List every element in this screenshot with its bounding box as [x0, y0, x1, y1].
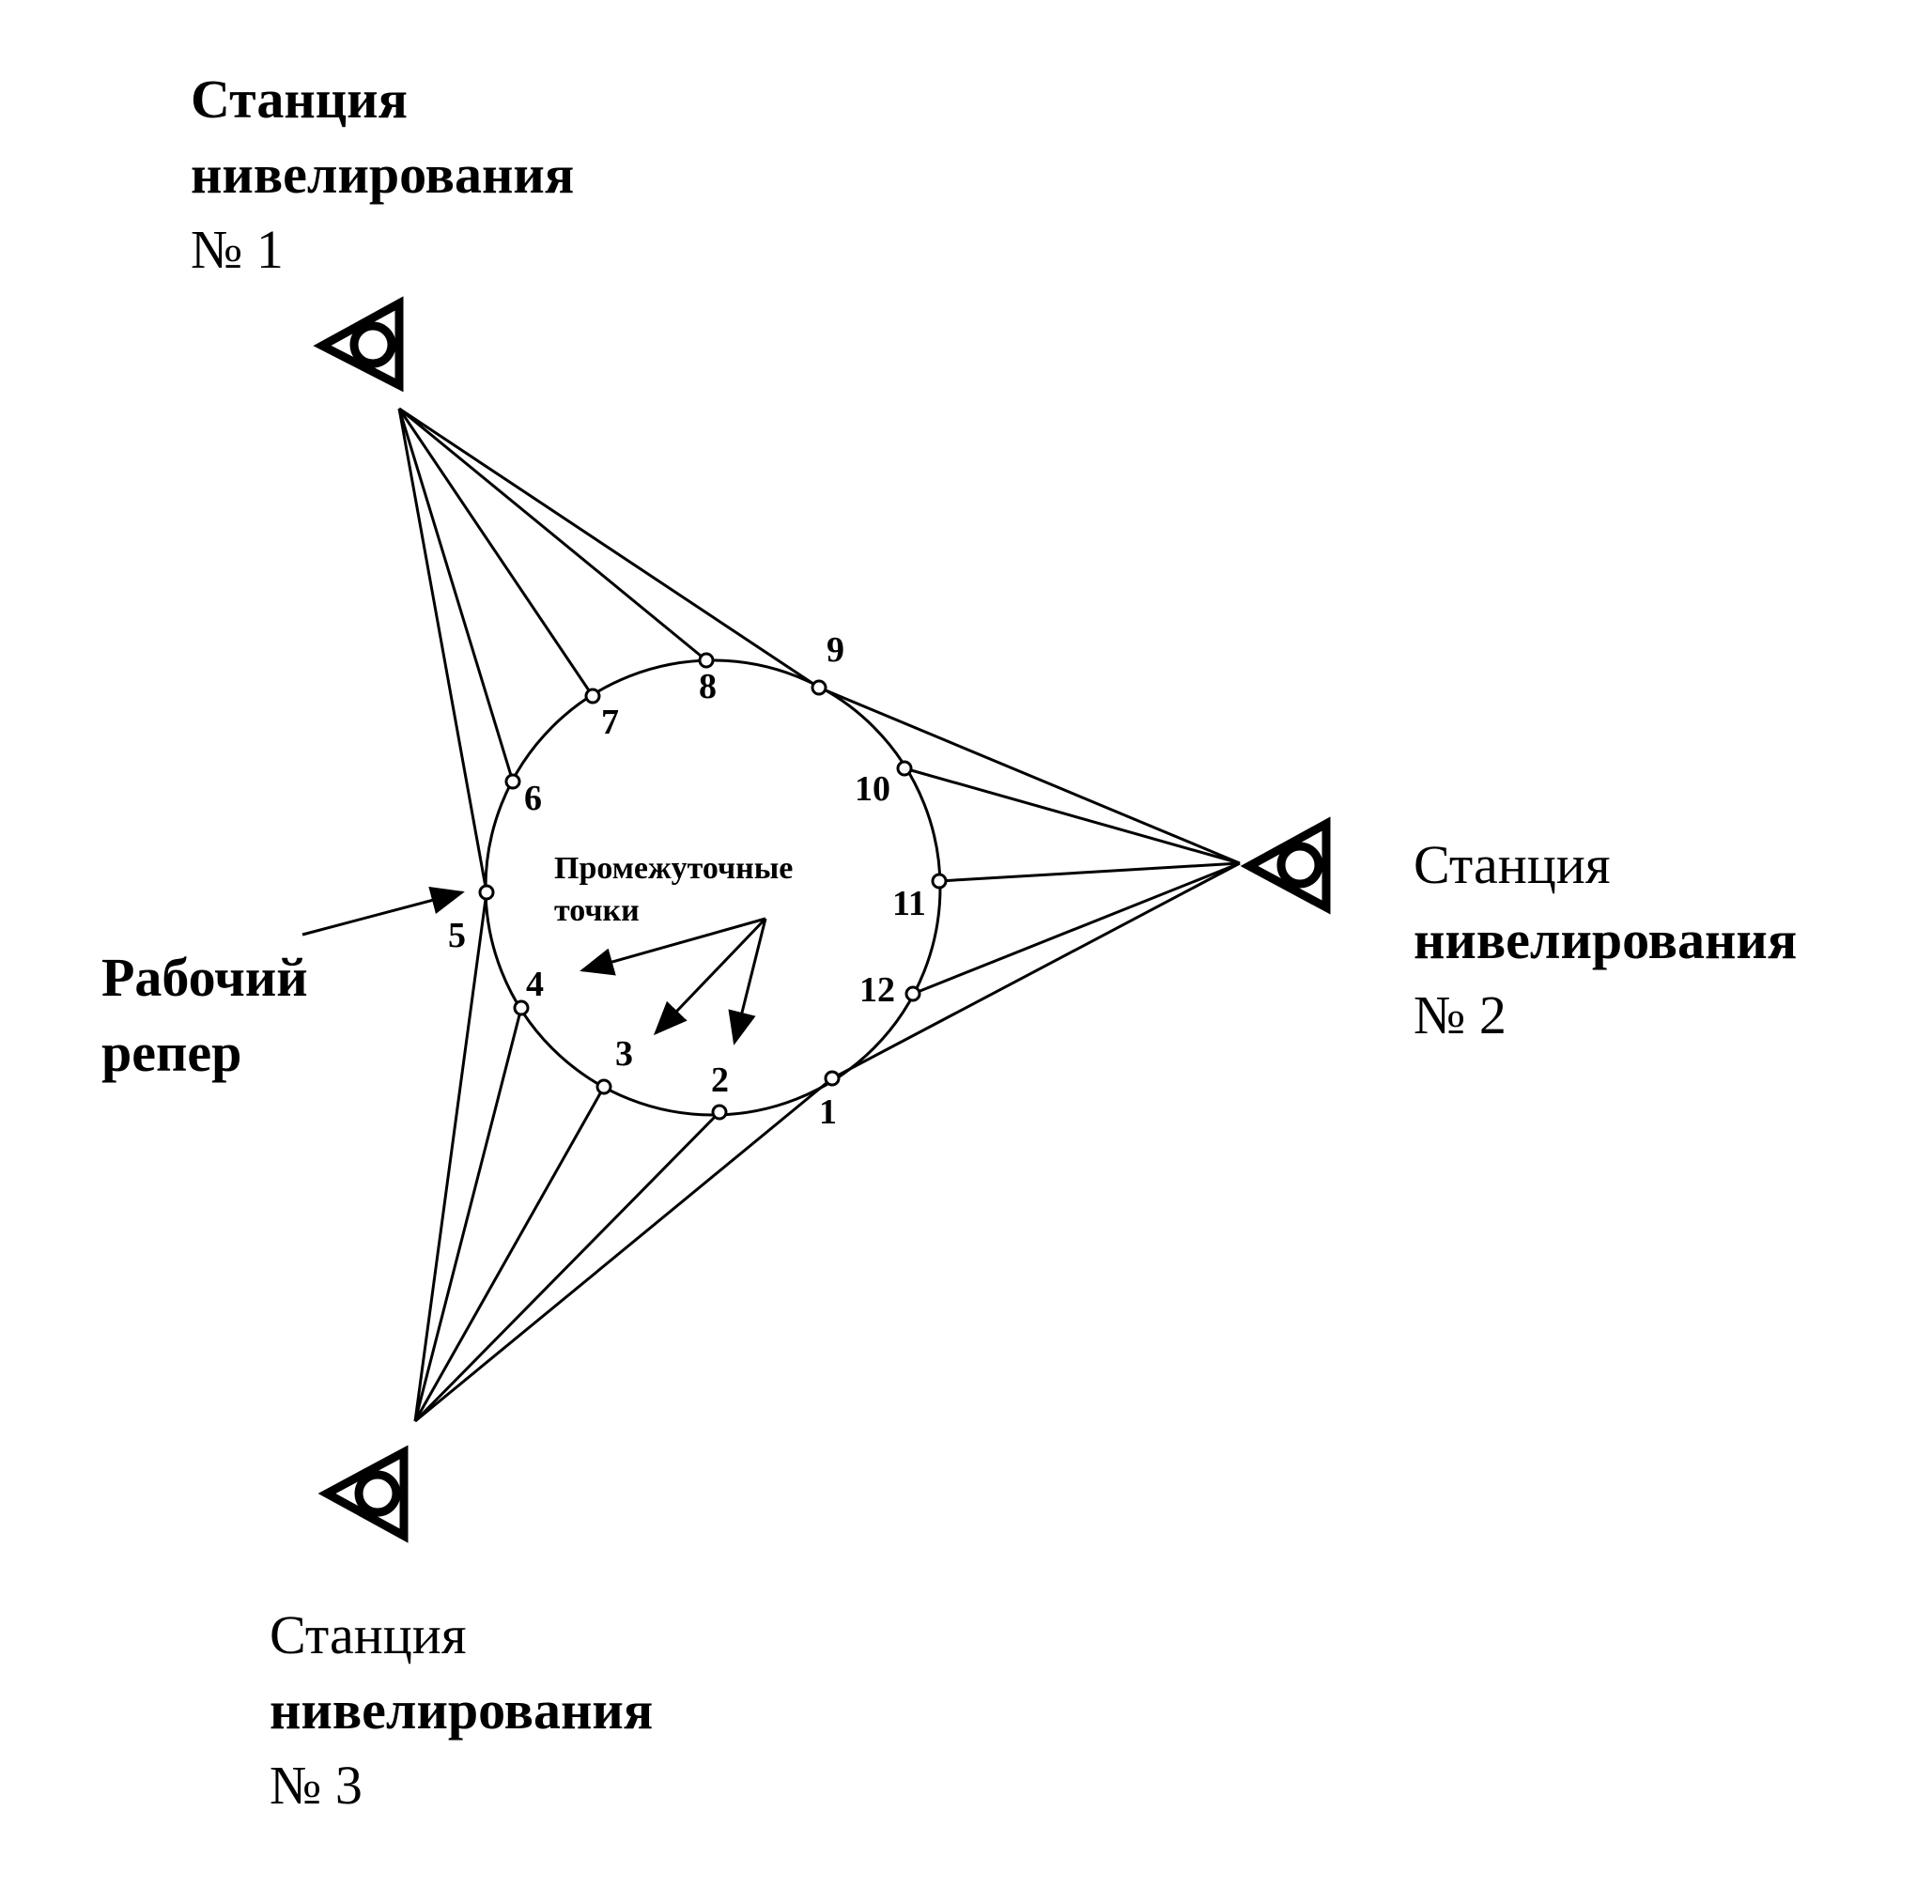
benchmark-label-line1: Рабочий [101, 947, 308, 1008]
point-label-2: 2 [711, 1060, 729, 1100]
point-label-8: 8 [699, 667, 717, 706]
station-1-label: Станция нивелирования № 1 [191, 69, 574, 280]
point-7-marker [584, 688, 601, 704]
svg-text:Станция: Станция [270, 1604, 467, 1665]
sight-lines-station-1 [397, 407, 820, 893]
point-label-7: 7 [601, 703, 619, 742]
point-label-6: 6 [524, 779, 542, 818]
point-3-marker [595, 1078, 612, 1095]
intermediate-label-line2: точки [554, 893, 640, 928]
station-3-symbol [317, 1445, 409, 1543]
point-label-11: 11 [892, 884, 926, 923]
intermediate-arrow-2 [653, 917, 767, 1036]
svg-text:Станция: Станция [1414, 834, 1611, 895]
point-12-marker [904, 985, 921, 1002]
sight-lines-station-2 [818, 686, 1241, 1080]
point-9-marker [811, 679, 827, 696]
svg-text:нивелирования: нивелирования [1414, 909, 1797, 970]
point-4-marker [513, 999, 530, 1016]
sight-lines-station-3 [413, 891, 833, 1423]
point-2-marker [711, 1104, 728, 1121]
point-markers [478, 652, 948, 1121]
benchmark-arrow [301, 886, 465, 937]
point-label-4: 4 [526, 965, 544, 1004]
point-label-12: 12 [859, 970, 895, 1010]
svg-text:нивелирования: нивелирования [191, 144, 574, 205]
station-2-label: Станция нивелирования № 2 [1414, 834, 1797, 1045]
point-11-marker [931, 873, 948, 890]
svg-text:нивелирования: нивелирования [270, 1680, 653, 1741]
benchmark-label-line2: репер [101, 1022, 241, 1083]
svg-text:№ 3: № 3 [270, 1755, 363, 1816]
benchmark-annotation: Рабочий репер [101, 886, 465, 1083]
point-labels: 1 2 3 4 5 6 7 8 9 10 11 12 [448, 630, 926, 1132]
svg-text:№ 1: № 1 [191, 219, 284, 280]
station-3-label: Станция нивелирования № 3 [270, 1604, 653, 1816]
station-2-symbol [1240, 816, 1331, 915]
intermediate-points-annotation: Промежуточные точки [554, 851, 793, 1045]
svg-text:№ 2: № 2 [1414, 984, 1507, 1045]
point-8-marker [698, 652, 715, 669]
point-label-5: 5 [448, 916, 466, 955]
svg-text:Станция: Станция [191, 69, 408, 130]
intermediate-arrow-1 [580, 917, 766, 976]
point-1-marker [824, 1070, 841, 1087]
point-label-9: 9 [827, 630, 844, 670]
point-label-1: 1 [819, 1092, 837, 1132]
intermediate-label-line1: Промежуточные [554, 851, 793, 886]
point-label-10: 10 [855, 769, 890, 809]
station-1-symbol [313, 296, 404, 393]
point-label-3: 3 [615, 1034, 633, 1074]
points-circle [484, 658, 942, 1117]
point-6-marker [504, 773, 521, 790]
point-5-marker [478, 884, 495, 901]
point-10-marker [896, 760, 913, 777]
intermediate-arrow-3 [728, 918, 767, 1045]
